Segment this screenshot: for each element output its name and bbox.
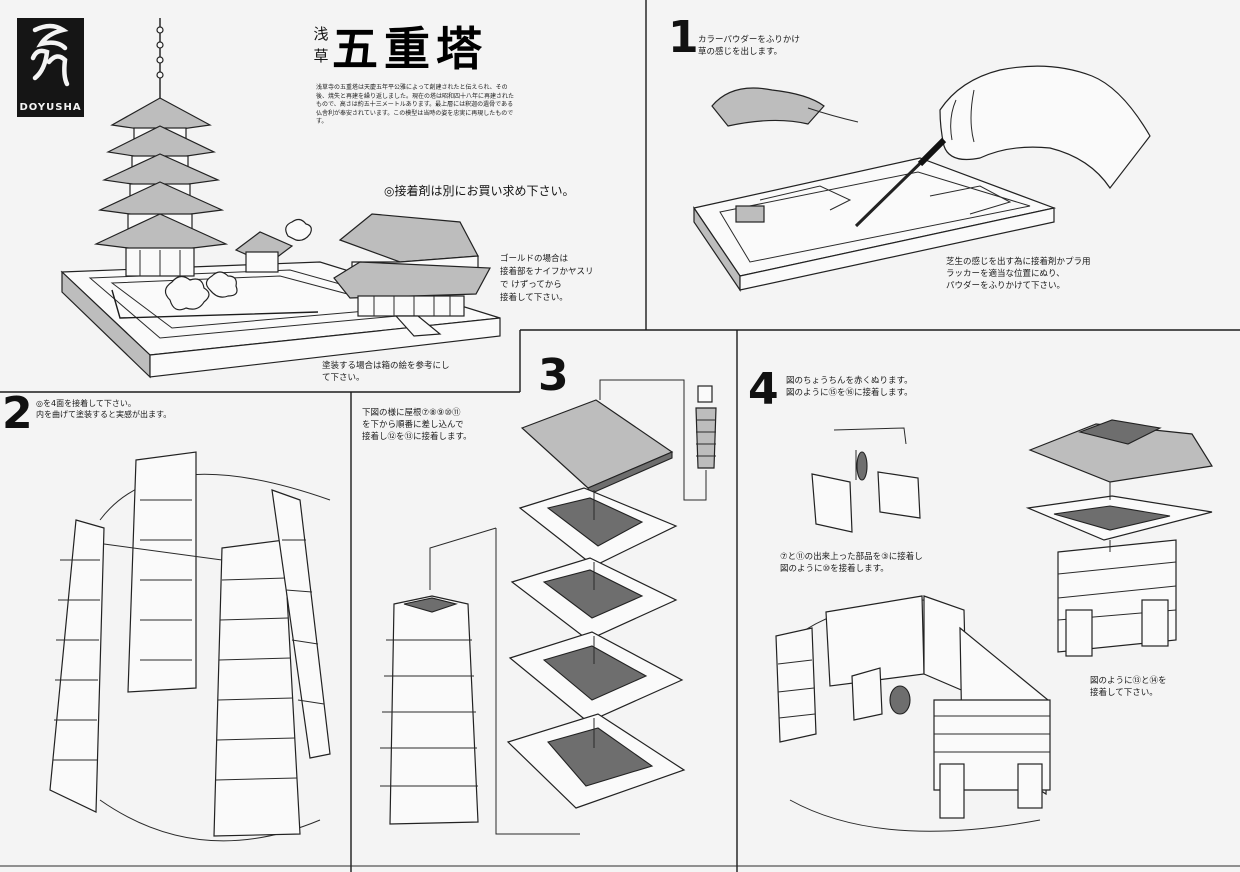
- instruction-sheet: DOYUSHA 浅 草 五重塔 浅草寺の五重塔は天慶五年平公雅によって創建された…: [0, 0, 1240, 872]
- step-4-illustration: [0, 0, 1240, 872]
